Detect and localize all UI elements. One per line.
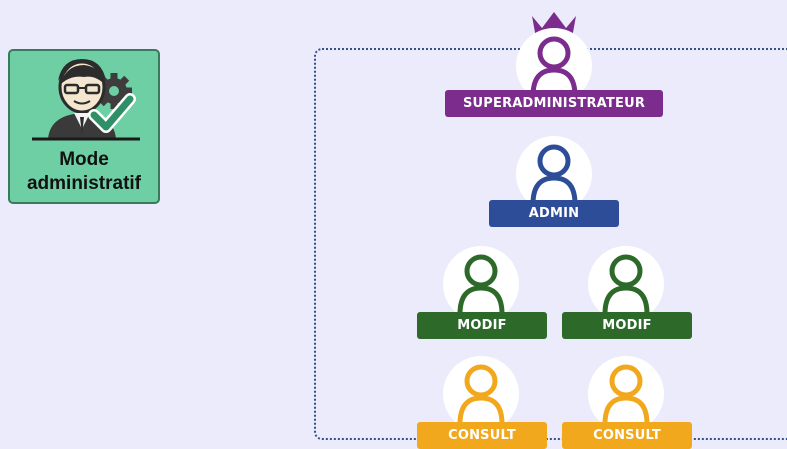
user-icon bbox=[602, 364, 650, 425]
user-icon bbox=[457, 364, 505, 425]
consult-badge-left: CONSULT bbox=[417, 422, 547, 449]
consult-avatar-right bbox=[588, 356, 664, 432]
consult-badge-right: CONSULT bbox=[562, 422, 692, 449]
admin-avatar bbox=[516, 136, 592, 212]
user-icon bbox=[457, 254, 505, 315]
user-icon bbox=[530, 144, 578, 205]
user-icon bbox=[530, 36, 578, 97]
admin-user-gear-check-icon bbox=[32, 59, 140, 141]
mode-administratif-button[interactable]: Mode administratif bbox=[8, 49, 160, 204]
mode-title-line2: administratif bbox=[26, 173, 142, 194]
superadmin-badge: SUPERADMINISTRATEUR bbox=[445, 90, 663, 117]
modif-badge-left: MODIF bbox=[417, 312, 547, 339]
modif-avatar-left bbox=[443, 246, 519, 322]
consult-avatar-left bbox=[443, 356, 519, 432]
modif-badge-right: MODIF bbox=[562, 312, 692, 339]
mode-title-line1: Mode bbox=[59, 149, 109, 170]
modif-avatar-right bbox=[588, 246, 664, 322]
admin-badge: ADMIN bbox=[489, 200, 619, 227]
user-icon bbox=[602, 254, 650, 315]
